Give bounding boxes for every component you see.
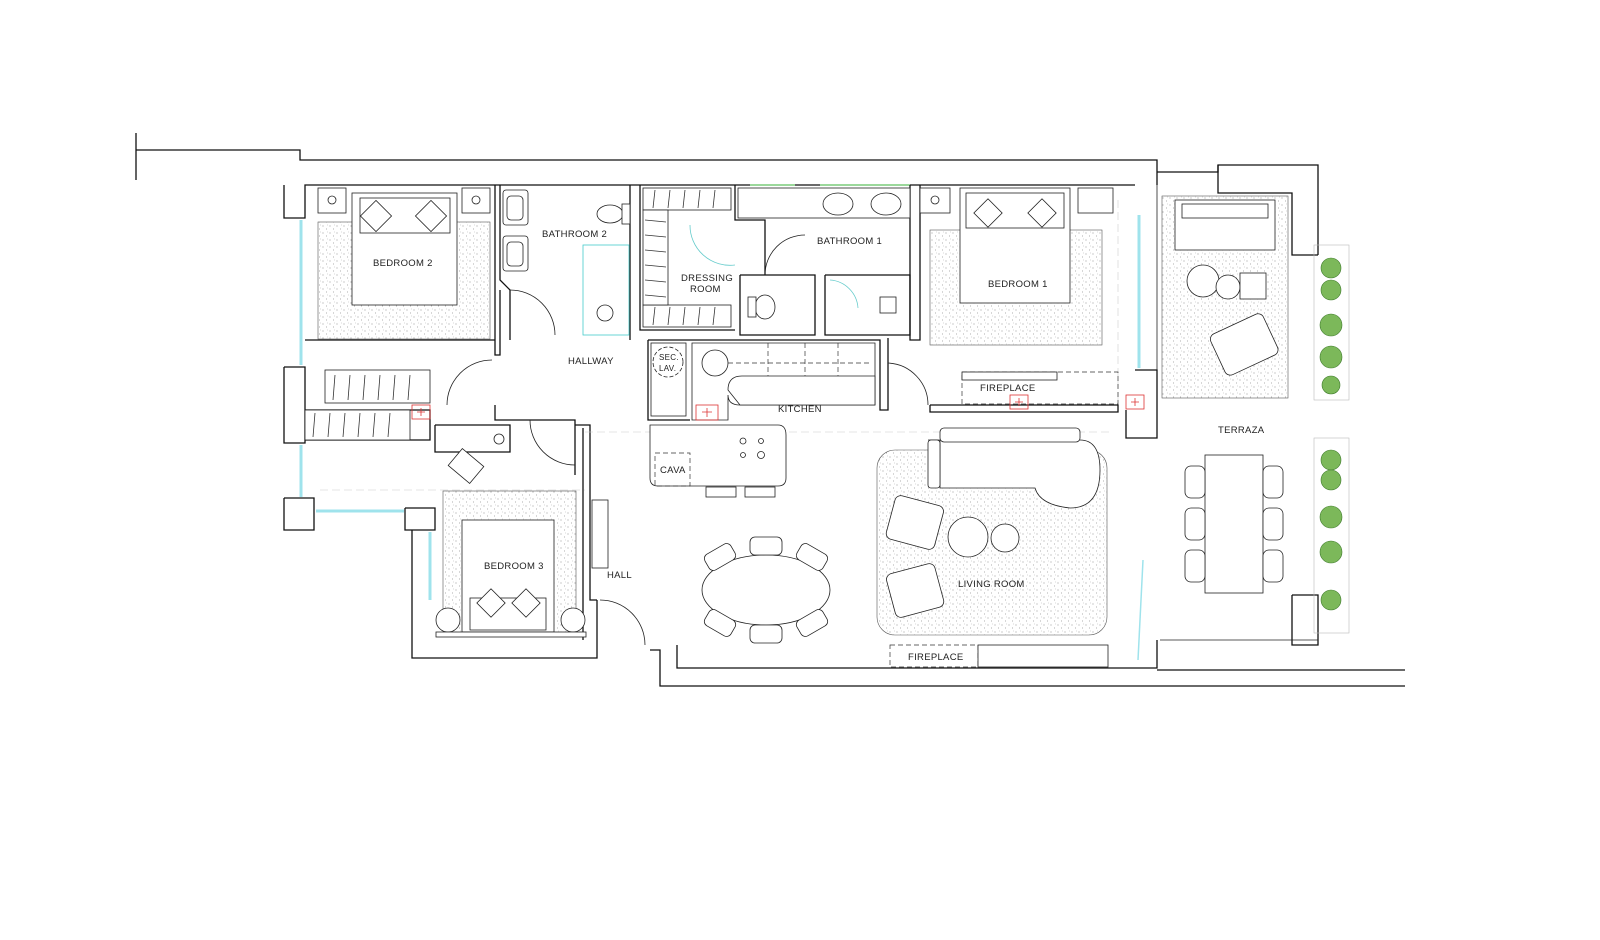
room-label-terraza: TERRAZA — [1218, 425, 1265, 436]
room-label-hallway: HALLWAY — [568, 356, 614, 367]
room-label-hall: HALL — [607, 570, 632, 581]
label-fireplace-living: FIREPLACE — [908, 652, 964, 663]
exterior-walls — [135, 133, 1405, 687]
label-cava: CAVA — [660, 465, 686, 476]
room-label-bedroom-3: BEDROOM 3 — [484, 561, 544, 572]
planters — [1319, 257, 1343, 611]
bedroom-3: BEDROOM 3 HALL — [435, 490, 632, 638]
room-label-dressing-1: DRESSING — [681, 273, 733, 284]
room-label-bathroom-2: BATHROOM 2 — [542, 229, 607, 240]
interior-walls — [305, 185, 1119, 640]
label-sec-lav-1: SEC. — [659, 353, 679, 362]
room-label-kitchen: KITCHEN — [778, 404, 822, 415]
room-label-living-room: LIVING ROOM — [958, 579, 1025, 590]
dining-table — [701, 536, 831, 644]
label-fireplace-bedroom: FIREPLACE — [980, 383, 1036, 394]
bedroom-2: BEDROOM 2 — [304, 187, 505, 484]
wardrobe — [304, 409, 411, 441]
wardrobe — [324, 369, 431, 404]
dressing-room: DRESSING ROOM — [642, 187, 733, 328]
windows — [299, 184, 1144, 661]
room-label-dressing-2: ROOM — [690, 284, 721, 295]
bathroom-2: BATHROOM 2 — [502, 189, 631, 336]
living-room: LIVING ROOM FIREPLACE — [876, 427, 1109, 668]
label-sec-lav-2: LAV. — [659, 364, 676, 373]
room-label-bathroom-1: BATHROOM 1 — [817, 236, 882, 247]
kitchen: SEC. LAV. KITCHEN CAVA — [649, 342, 876, 498]
room-label-bedroom-1: BEDROOM 1 — [988, 279, 1048, 290]
bathroom-1: BATHROOM 1 — [737, 187, 911, 320]
terraza: TERRAZA — [1161, 195, 1350, 634]
bedroom-1: BEDROOM 1 FIREPLACE — [919, 187, 1145, 410]
doors — [446, 224, 929, 646]
room-label-bedroom-2: BEDROOM 2 — [373, 258, 433, 269]
